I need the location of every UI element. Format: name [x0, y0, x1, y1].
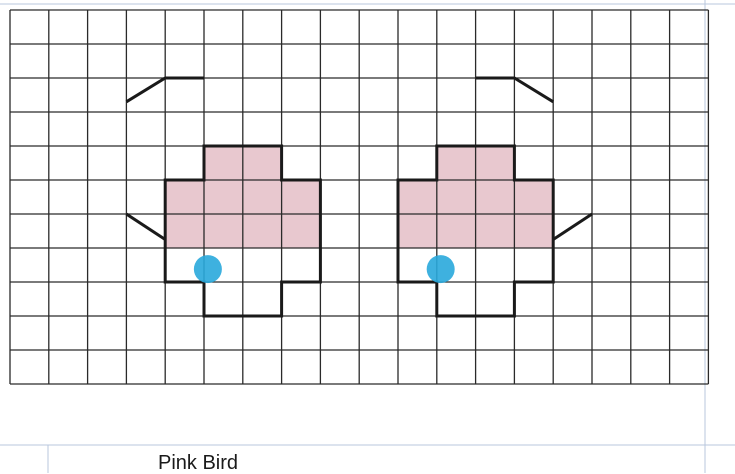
left-bird-eye-icon [194, 255, 222, 283]
right-bird-eye-icon [427, 255, 455, 283]
pattern-title: Pink Bird [158, 452, 238, 474]
